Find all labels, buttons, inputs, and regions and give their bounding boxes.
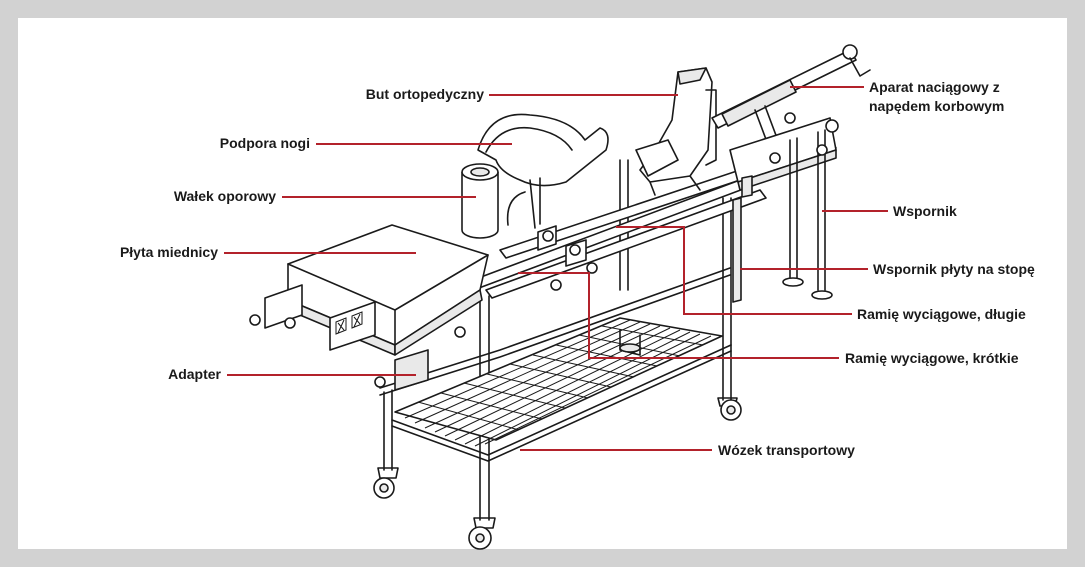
crank-tensioner	[711, 44, 871, 151]
label-aparat-naciagowy-line1: Aparat naciągowy z	[869, 79, 1000, 95]
label-aparat-naciagowy-line2: napędem korbowym	[869, 98, 1004, 114]
traction-clamps	[537, 225, 641, 356]
caster-wheel	[373, 467, 399, 499]
orthopedic-boot	[635, 67, 717, 196]
label-ramie-wyciagowe-krotkie: Ramię wyciągowe, krótkie	[845, 350, 1019, 366]
label-wspornik: Wspornik	[893, 203, 957, 219]
equipment-illustration	[249, 44, 871, 550]
leader-line	[518, 272, 839, 359]
foot-plate-bracket	[729, 117, 839, 303]
label-but-ortopedyczny: But ortopedyczny	[366, 86, 484, 102]
leader-lines	[224, 86, 888, 451]
caster-wheel	[468, 517, 496, 550]
label-walek-oporowy: Wałek oporowy	[174, 188, 276, 204]
labels: But ortopedyczny Podpora nogi Wałek opor…	[120, 79, 1035, 458]
adapter-block	[249, 284, 466, 391]
label-adapter: Adapter	[168, 366, 221, 382]
label-wozek-transportowy: Wózek transportowy	[718, 442, 855, 458]
label-podpora-nogi: Podpora nogi	[220, 135, 310, 151]
leg-support	[477, 113, 609, 229]
leader-line	[616, 226, 852, 315]
caster-wheel	[717, 397, 742, 421]
label-ramie-wyciagowe-dlugie: Ramię wyciągowe, długie	[857, 306, 1026, 322]
label-wspornik-plyty-na-stope: Wspornik płyty na stopę	[873, 261, 1035, 277]
support-roller	[461, 163, 499, 239]
label-plyta-miednicy: Płyta miednicy	[120, 244, 218, 260]
